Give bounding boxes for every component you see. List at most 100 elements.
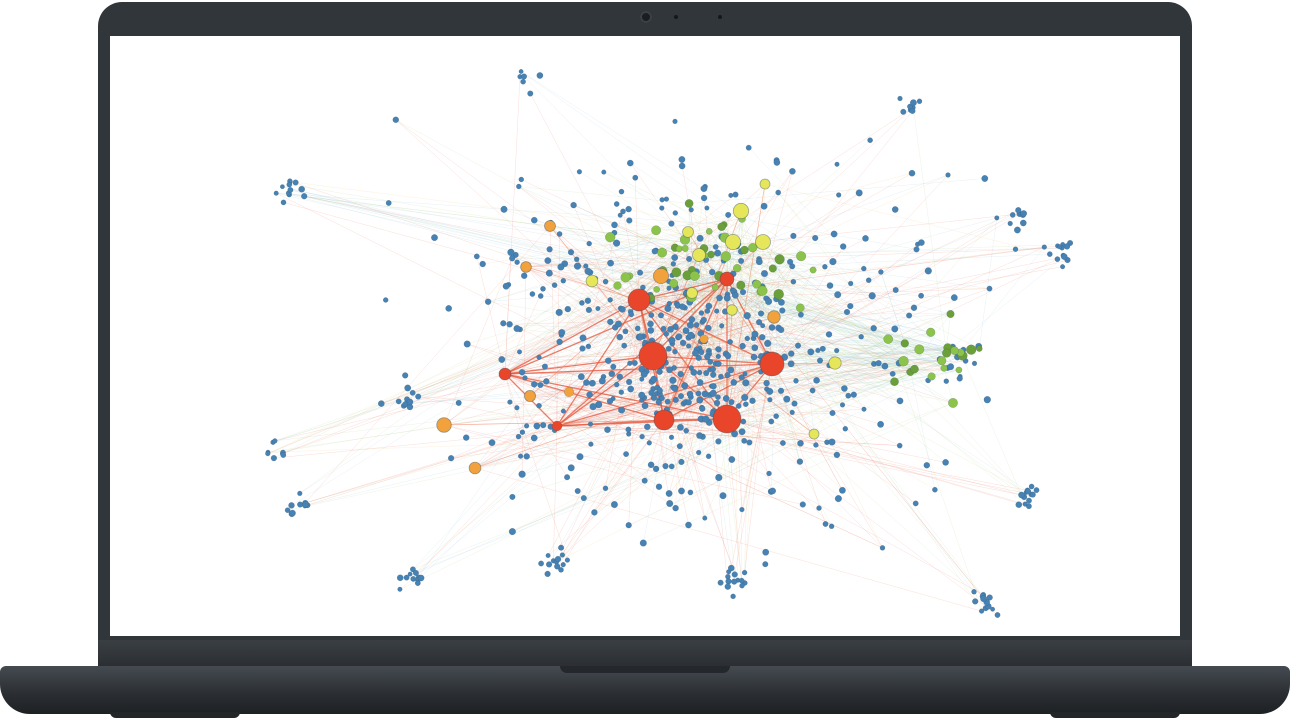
graph-node: [479, 260, 486, 268]
graph-edge: [726, 360, 942, 399]
graph-edge: [684, 239, 832, 527]
graph-node: [604, 426, 611, 434]
graph-edge: [728, 363, 773, 582]
graph-edge: [741, 218, 801, 309]
cluster-node: [518, 69, 524, 74]
graph-edge: [547, 363, 773, 556]
orange-node: [436, 417, 452, 433]
graph-node: [509, 493, 516, 500]
graph-edge: [504, 373, 773, 492]
graph-edge: [282, 186, 716, 288]
graph-node: [826, 282, 834, 289]
cluster-node: [731, 578, 738, 585]
graph-edge: [671, 343, 905, 467]
graph-node: [518, 176, 524, 183]
graph-edge: [767, 343, 915, 370]
cluster-node: [916, 98, 923, 105]
graph-node: [665, 345, 672, 352]
cluster-node: [289, 509, 296, 517]
graph-node: [778, 298, 785, 306]
graph-edge: [538, 355, 654, 358]
graph-node: [981, 175, 989, 182]
graph-edge: [677, 278, 728, 306]
graph-edge: [861, 336, 904, 362]
graph-node: [613, 201, 620, 207]
graph-edge: [773, 266, 1063, 318]
graph-node: [783, 395, 791, 403]
graph-node: [522, 375, 528, 381]
graph-edge: [652, 355, 773, 365]
cluster-node: [994, 612, 1001, 618]
graph-node: [777, 387, 785, 394]
cluster-node: [284, 507, 291, 514]
graph-edge: [267, 254, 700, 454]
cluster-node: [980, 595, 987, 603]
graph-edge: [752, 247, 941, 360]
green-node: [620, 272, 631, 283]
graph-node: [828, 523, 835, 529]
graph-node: [518, 453, 524, 459]
graph-node: [822, 264, 828, 270]
graph-edge: [638, 245, 1058, 301]
cluster-node: [900, 108, 907, 115]
graph-node: [506, 321, 513, 328]
graph-node: [699, 405, 706, 412]
graph-node: [799, 501, 806, 508]
graph-edge: [556, 360, 904, 427]
cluster-node: [298, 185, 305, 193]
cluster-node: [1014, 226, 1021, 234]
graph-node: [463, 340, 471, 348]
graph-edge: [474, 358, 662, 469]
graph-node: [816, 505, 822, 511]
graph-edge: [763, 244, 865, 410]
graph-node: [719, 492, 727, 500]
graph-edge: [594, 343, 905, 513]
graph-edge: [741, 218, 917, 250]
graph-edge: [515, 254, 691, 297]
graph-node: [839, 402, 846, 408]
graph-node: [544, 257, 552, 265]
cluster-node: [546, 561, 553, 568]
cluster-node: [560, 562, 566, 568]
graph-node: [537, 382, 544, 389]
graph-edge: [520, 71, 905, 344]
graph-node: [777, 326, 785, 334]
graph-node: [798, 311, 804, 318]
graph-node: [715, 473, 723, 482]
graph-node: [692, 349, 700, 357]
graph-edge: [556, 425, 900, 446]
graph-edge: [638, 299, 883, 549]
graph-edge: [504, 373, 527, 457]
cluster-node: [286, 181, 293, 188]
graph-edge: [504, 277, 626, 375]
graph-edge: [718, 259, 780, 478]
graph-node: [738, 257, 745, 264]
graph-edge: [778, 293, 889, 340]
graph-node: [809, 387, 816, 394]
cluster-node: [404, 384, 412, 392]
graph-edge: [418, 396, 558, 427]
graph-node: [912, 500, 919, 507]
network-graph: [265, 69, 1074, 618]
cluster-node: [731, 571, 738, 578]
graph-node: [627, 360, 633, 366]
cluster-node: [558, 544, 565, 551]
graph-edge: [703, 307, 915, 340]
graph-node: [576, 453, 584, 461]
graph-edge: [556, 419, 665, 567]
graph-edge: [614, 224, 728, 280]
graph-edge: [644, 313, 951, 481]
graph-edge: [559, 233, 693, 271]
green-node: [613, 281, 622, 290]
graph-edge: [748, 147, 960, 371]
graph-node: [696, 432, 703, 439]
graph-edge: [568, 256, 726, 393]
graph-edge: [644, 419, 665, 481]
cluster-node: [292, 179, 299, 186]
graph-node: [473, 253, 480, 260]
graph-node: [728, 399, 735, 406]
graph-node: [616, 333, 624, 341]
graph-node: [834, 495, 842, 503]
graph-node: [463, 434, 470, 441]
graph-edge: [740, 284, 1030, 501]
